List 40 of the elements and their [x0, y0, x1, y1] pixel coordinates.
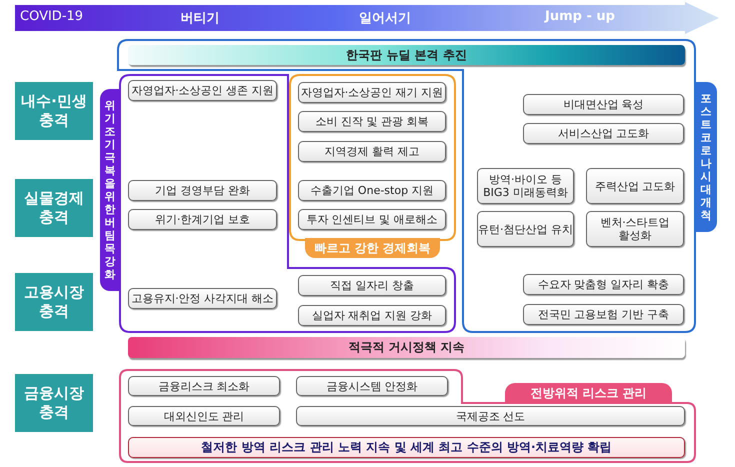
group-tab: 전방위적 리스크 관리	[505, 383, 672, 403]
group-tab: 포스트코로나 시대 개척	[695, 82, 717, 232]
process-box: 기업 경영부담 완화	[128, 180, 277, 201]
process-box: 자영업자·소상공인 생존 지원	[128, 80, 277, 101]
phase-label: COVID-19	[20, 9, 84, 24]
process-box: 비대면산업 육성	[523, 94, 684, 115]
category-box: 고용시장 충격	[15, 273, 93, 331]
process-box: 고용유지·안정 사각지대 해소	[128, 288, 277, 309]
process-box: 서비스산업 고도화	[523, 123, 684, 144]
process-box: 대외신인도 관리	[128, 406, 280, 426]
phase-label: 일어서기	[359, 10, 411, 27]
process-box: 금융리스크 최소화	[128, 376, 280, 396]
process-box: 투자 인센티브 및 애로해소	[298, 209, 446, 230]
phase-label: Jump - up	[545, 9, 615, 24]
phase-label: 버티기	[180, 10, 220, 27]
process-box: 주력산업 고도화	[586, 168, 684, 204]
category-box: 금융시장 충격	[15, 374, 93, 432]
timeline-arrow	[15, 2, 719, 34]
process-box: 수출기업 One-stop 지원	[298, 180, 446, 201]
process-box: 수요자 맞춤형 일자리 확충	[523, 274, 684, 295]
process-box: 직접 일자리 창출	[298, 275, 446, 296]
process-box: 유턴·첨단산업 유치	[477, 211, 574, 247]
process-box: 철저한 방역 리스크 관리 노력 지속 및 세계 최고 수준의 방역·치료역량 확립	[128, 437, 685, 458]
process-box: 자영업자·소상공인 재기 지원	[298, 82, 446, 103]
process-box: 국제공조 선도	[296, 406, 685, 426]
process-box: 위기·한계기업 보호	[128, 209, 277, 230]
category-box: 내수·민생 충격	[15, 82, 93, 140]
banner-band: 한국판 뉴딜 본격 추진	[128, 45, 685, 65]
process-box: 지역경제 활력 제고	[298, 141, 446, 162]
process-box: 전국민 고용보험 기반 구축	[523, 304, 684, 325]
group-tab: 위기 조기 극복을 위한 버팀목 강화	[100, 89, 120, 291]
group-tab: 빠르고 강한 경제회복	[305, 238, 440, 258]
process-box: 벤처·스타트업 활성화	[586, 211, 684, 247]
category-box: 실물경제 충격	[15, 179, 93, 237]
process-box: 금융시스템 안정화	[296, 376, 448, 396]
process-box: 실업자 재취업 지원 강화	[298, 305, 446, 326]
process-box: 방역·바이오 등 BIG3 미래동력화	[477, 168, 574, 204]
process-box: 소비 진작 및 관광 회복	[298, 111, 446, 132]
banner-band: 적극적 거시정책 지속	[128, 337, 685, 358]
group-region	[120, 370, 695, 462]
